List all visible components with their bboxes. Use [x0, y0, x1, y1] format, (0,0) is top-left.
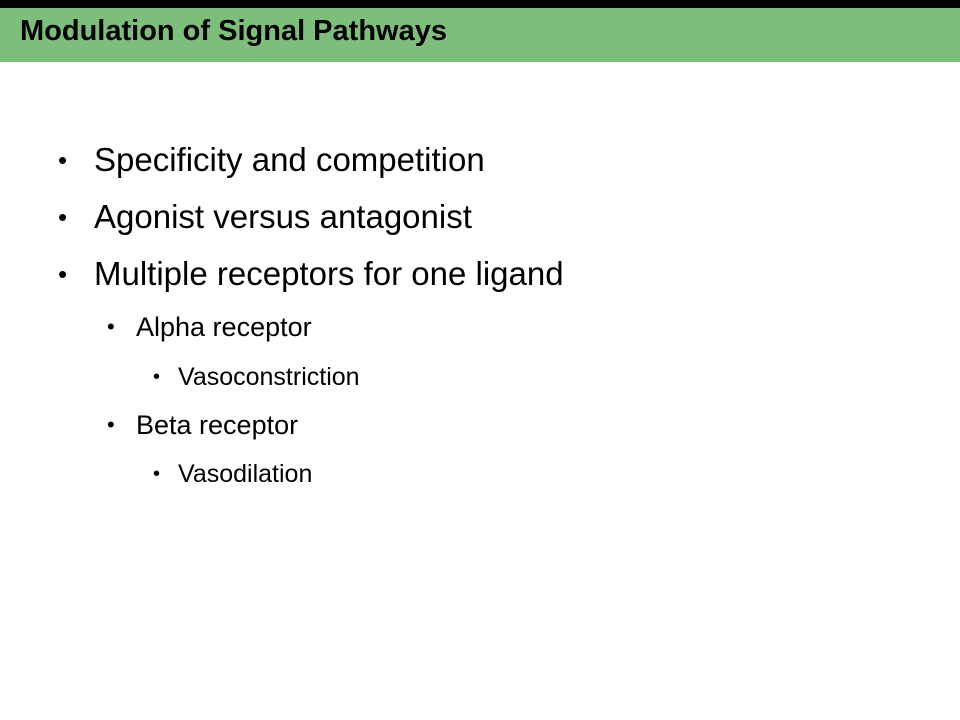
bullet-text: Specificity and competition: [94, 141, 485, 178]
bullet-dot-icon: •: [58, 202, 68, 232]
bullet-text: Alpha receptor: [136, 312, 312, 342]
sub-bullet-item-alpha-receptor: • Alpha receptor: [107, 310, 312, 344]
bullet-dot-icon: •: [153, 366, 161, 388]
bullet-dot-icon: •: [153, 463, 161, 485]
sub-sub-bullet-item-vasoconstriction: • Vasoconstriction: [153, 362, 360, 392]
bullet-item-multiple-receptors: • Multiple receptors for one ligand: [58, 254, 564, 294]
bullet-text: Beta receptor: [136, 410, 299, 440]
slide-title: Modulation of Signal Pathways: [20, 15, 447, 47]
bullet-dot-icon: •: [107, 412, 115, 437]
bullet-text: Agonist versus antagonist: [94, 198, 472, 235]
bullet-dot-icon: •: [58, 259, 68, 289]
bullet-text: Multiple receptors for one ligand: [94, 255, 564, 292]
bullet-item-agonist: • Agonist versus antagonist: [58, 197, 472, 237]
sub-sub-bullet-item-vasodilation: • Vasodilation: [153, 459, 313, 489]
bullet-dot-icon: •: [58, 145, 68, 175]
bullet-text: Vasoconstriction: [178, 363, 360, 391]
bullet-text: Vasodilation: [178, 460, 313, 488]
sub-bullet-item-beta-receptor: • Beta receptor: [107, 408, 299, 442]
top-border-rule: [0, 0, 960, 8]
bullet-dot-icon: •: [107, 314, 115, 339]
bullet-item-specificity: • Specificity and competition: [58, 140, 485, 180]
title-bar: [0, 8, 960, 62]
